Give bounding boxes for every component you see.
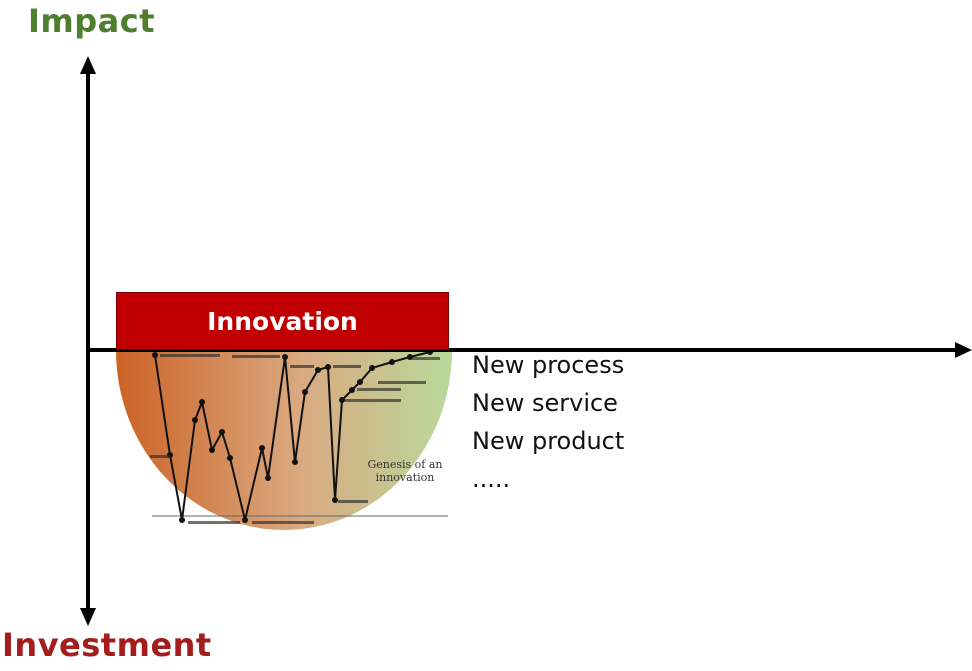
genesis-caption: Genesis of an innovation: [367, 458, 443, 484]
down-arrowhead: [80, 608, 96, 626]
innovation-box: Innovation: [116, 292, 449, 350]
outcomes-list: New process New service New product ....…: [472, 346, 624, 498]
right-arrowhead: [955, 342, 972, 358]
genesis-bowl: [116, 350, 452, 530]
list-item: .....: [472, 465, 511, 493]
list-item: New product: [472, 427, 625, 455]
list-item: New process: [472, 351, 625, 379]
impact-label: Impact: [28, 2, 156, 40]
investment-label: Investment: [2, 626, 212, 664]
genesis-points: [152, 349, 433, 523]
list-item: New service: [472, 389, 618, 417]
up-arrowhead: [80, 56, 96, 74]
genesis-annotations: [150, 354, 440, 524]
